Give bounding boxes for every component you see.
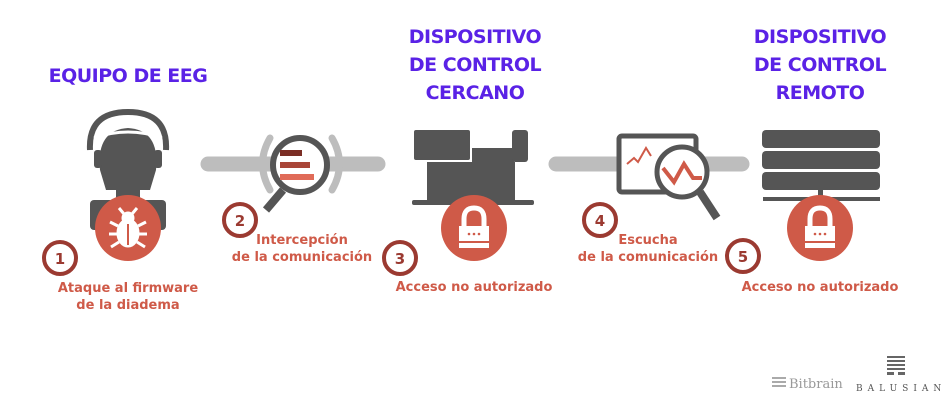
step-1-label-2: de la diadema bbox=[76, 298, 179, 313]
step-number-3: 3 bbox=[382, 240, 418, 276]
devices-icon bbox=[412, 130, 534, 205]
bitbrain-logo: Bitbrain bbox=[772, 377, 843, 392]
step-4-label-2: de la comunicación bbox=[578, 250, 718, 265]
title-near-3: CERCANO bbox=[426, 82, 525, 104]
lock-icon bbox=[805, 205, 835, 248]
svg-text:Bitbrain: Bitbrain bbox=[789, 377, 843, 392]
lock-icon bbox=[459, 205, 489, 248]
svg-text:BALUSIAN: BALUSIAN bbox=[856, 384, 946, 394]
step-number-2: 2 bbox=[222, 202, 258, 238]
svg-text:5: 5 bbox=[738, 248, 748, 266]
step-3-label: Acceso no autorizado bbox=[396, 280, 553, 295]
step-4-label-1: Escucha bbox=[618, 233, 677, 248]
step-number-5: 5 bbox=[725, 238, 761, 274]
step-number-4: 4 bbox=[582, 202, 618, 238]
step-2-label-2: de la comunicación bbox=[232, 250, 372, 265]
title-near-1: DISPOSITIVO bbox=[409, 26, 542, 48]
step-2-label-1: Intercepción bbox=[256, 233, 348, 248]
svg-text:1: 1 bbox=[55, 250, 65, 268]
magnifier-icon bbox=[259, 134, 343, 213]
title-eeg: EQUIPO DE EEG bbox=[49, 65, 208, 87]
step-5-label: Acceso no autorizado bbox=[742, 280, 899, 295]
balusian-logo: BALUSIAN bbox=[856, 356, 946, 394]
step-1-label-1: Ataque al firmware bbox=[58, 281, 198, 296]
title-near-2: DE CONTROL bbox=[409, 54, 542, 76]
svg-text:2: 2 bbox=[235, 212, 245, 230]
step-number-1: 1 bbox=[42, 240, 78, 276]
server-icon bbox=[762, 130, 880, 201]
svg-text:4: 4 bbox=[595, 212, 605, 230]
title-remote-1: DISPOSITIVO bbox=[754, 26, 887, 48]
svg-text:3: 3 bbox=[395, 250, 405, 268]
bug-icon bbox=[109, 207, 147, 249]
title-remote-2: DE CONTROL bbox=[754, 54, 887, 76]
magnifier-chart-icon bbox=[616, 133, 721, 221]
title-remote-3: REMOTO bbox=[776, 82, 865, 104]
